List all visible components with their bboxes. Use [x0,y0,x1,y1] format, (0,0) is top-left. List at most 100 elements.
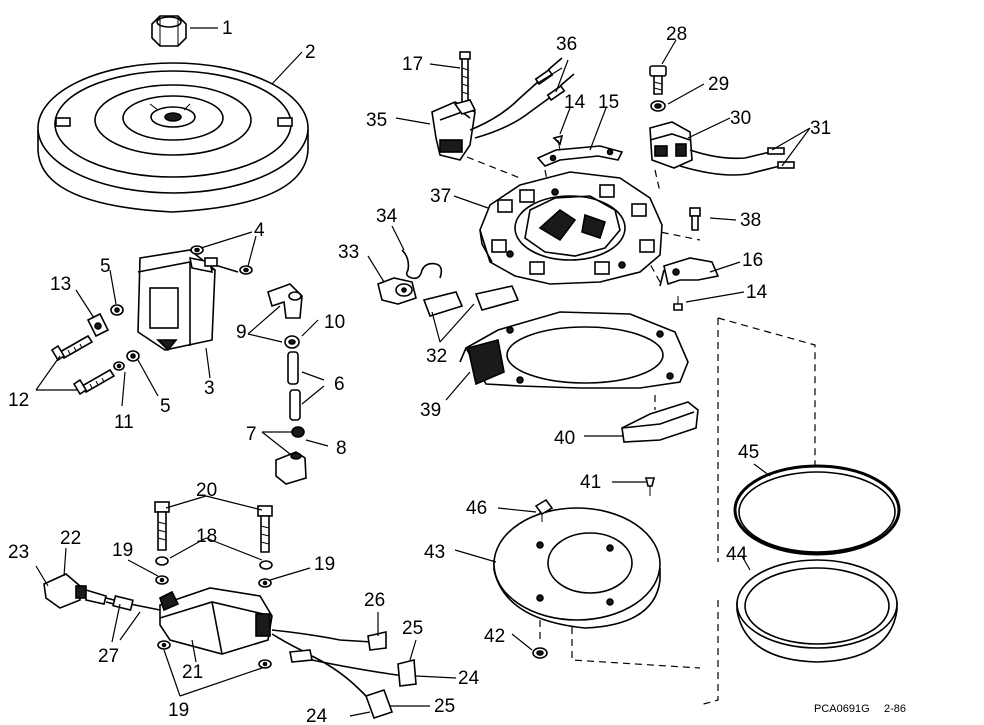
pad-40-part [621,401,699,443]
callout-19a: 19 [112,540,133,561]
washer-11-part [113,361,125,371]
sleeves-32-part [422,285,520,317]
ring-44-part [736,559,898,663]
stator-plate-part [479,171,663,285]
wire-34-part [401,249,443,280]
wire-leads-36-part [469,57,575,139]
power-pack-part [159,587,273,655]
callout-46: 46 [466,498,487,519]
callout-13: 13 [50,274,71,295]
flywheel-part [37,62,309,213]
callout-21: 21 [182,662,203,683]
screw-12-part [50,334,94,362]
sensor-30-part [649,121,693,169]
callout-8: 8 [336,438,347,459]
charge-coil-part [431,99,477,161]
callout-42: 42 [484,626,505,647]
callout-38: 38 [740,210,761,231]
date-code: 2-86 [884,703,906,715]
callout-15: 15 [598,92,619,113]
callout-20: 20 [196,480,217,501]
nut-42-part [532,647,548,659]
callout-5b: 5 [160,396,171,417]
callout-41: 41 [580,472,601,493]
callout-39: 39 [420,400,441,421]
callout-9: 9 [236,322,247,343]
terminal-cap-part [275,426,307,485]
screw-41-part [644,477,656,496]
screw-17-part [459,51,471,103]
callout-22: 22 [60,528,81,549]
callout-35: 35 [366,110,387,131]
flywheel-nut-part [151,15,187,47]
callout-11: 11 [114,412,134,433]
callout-32: 32 [426,346,447,367]
screw-28-part [649,65,667,95]
screw-11-part [72,368,116,396]
armature-plate-part [459,311,689,389]
callout-6: 6 [334,374,345,395]
callout-10: 10 [324,312,345,333]
callout-4: 4 [254,220,265,241]
screw-14-part [552,134,564,151]
callout-29: 29 [708,74,729,95]
callout-1: 1 [222,18,233,39]
callout-24a: 24 [458,668,480,689]
callout-27: 27 [98,646,119,667]
grommet-part [284,335,300,349]
callout-30: 30 [730,108,751,129]
callout-24b: 24 [306,706,328,725]
callout-28: 28 [666,24,687,45]
callout-36: 36 [556,34,577,55]
connector-33-part [377,277,417,305]
coil-washers-part [190,245,253,275]
callout-2: 2 [305,42,316,63]
callout-37: 37 [430,186,451,207]
spark-plug-boot-part [267,283,303,319]
callout-43: 43 [424,542,445,563]
ring-45-part [733,464,901,556]
callout-19c: 19 [168,700,189,721]
callout-45: 45 [738,442,759,463]
callout-25b: 25 [434,696,455,717]
callout-numbers: 1 2 3 4 5 5 6 7 8 9 10 11 12 13 14 14 15… [8,18,831,725]
callout-7: 7 [246,424,257,445]
spring-sleeves-part [287,351,301,421]
connector-22-23-part [43,573,161,611]
leads-24-25-26-part [271,629,417,720]
washers-19-part [155,556,273,669]
bracket-16-part [659,257,720,287]
screw-38-part [689,207,701,231]
callout-25a: 25 [402,618,423,639]
screw-14b-part [673,296,683,311]
callout-17: 17 [402,54,423,75]
washer-29-part [650,100,666,112]
callout-26: 26 [364,590,385,611]
callout-5a: 5 [100,256,111,277]
callout-44: 44 [726,544,748,565]
callout-16: 16 [742,250,763,271]
bracket-15-part [536,145,624,167]
callout-14a: 14 [564,92,586,113]
callout-33: 33 [338,242,359,263]
callout-40: 40 [554,428,575,449]
callout-18: 18 [196,526,217,547]
leader-lines [35,27,811,717]
screws-20-part [154,501,273,553]
reference-code: PCA0691G 2-86 [814,703,906,715]
ring-plate-43-part [493,507,661,629]
callout-3: 3 [204,378,215,399]
clamp-part [86,312,110,338]
washer-5-part [110,304,140,362]
callout-12: 12 [8,390,29,411]
callout-34: 34 [376,206,398,227]
ignition-coil-part [137,249,216,352]
wire-leads-31-part [679,147,795,176]
callout-23: 23 [8,542,29,563]
screw-46-part [534,498,554,522]
reference-number: PCA0691G [814,703,870,715]
callout-14b: 14 [746,282,768,303]
callout-31: 31 [810,118,831,139]
callout-19b: 19 [314,554,335,575]
